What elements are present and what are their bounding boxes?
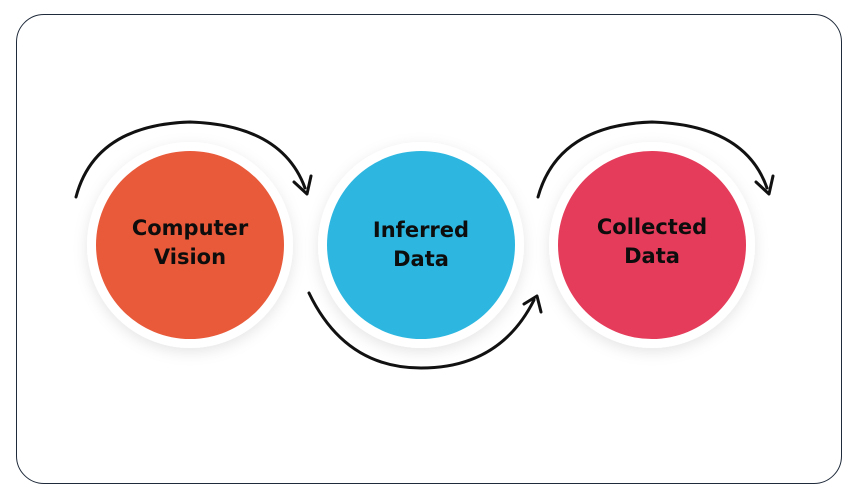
arrow-top-right — [536, 120, 775, 199]
node-collected-data: Collected Data — [549, 142, 755, 348]
node-label-line1: Computer — [132, 216, 249, 240]
node-computer-vision: Computer Vision — [87, 142, 293, 348]
arrow-arc — [536, 120, 769, 199]
node-label-line2: Data — [393, 247, 449, 271]
node-inferred-data: Inferred Data — [318, 142, 524, 348]
node-label-line2: Data — [624, 244, 680, 268]
node-label-line1: Collected — [597, 215, 707, 239]
node-circle — [96, 151, 284, 339]
arrow-bottom-middle — [307, 291, 543, 370]
node-label-line2: Vision — [154, 245, 226, 269]
arrow-head-icon — [522, 294, 543, 314]
node-circle — [558, 151, 746, 339]
arrow-head-icon — [292, 174, 313, 196]
arrow-head-icon — [754, 174, 775, 196]
node-label-line1: Inferred — [373, 218, 469, 242]
arrow-top-left — [74, 120, 313, 199]
node-circle — [327, 151, 515, 339]
arrow-arc — [307, 291, 536, 370]
arrow-arc — [74, 120, 307, 199]
